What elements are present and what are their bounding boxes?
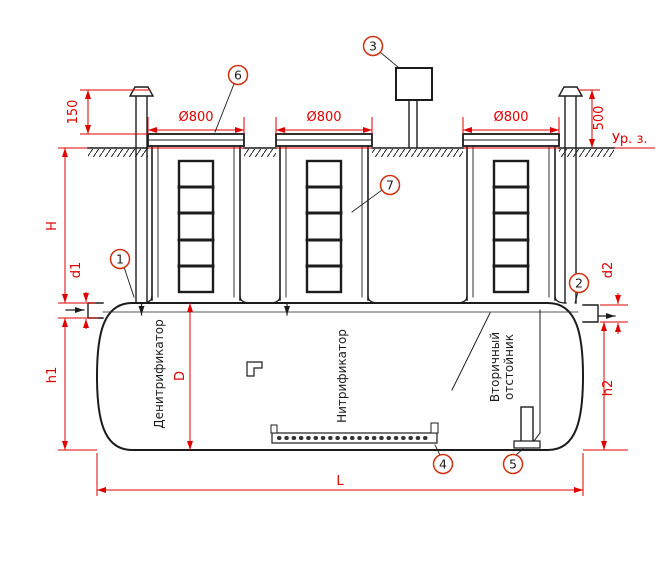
- shaft-2-ladder: [305, 159, 343, 294]
- outlet-nozzle: [582, 304, 599, 323]
- aerator-right-tab: [430, 422, 439, 434]
- dim-shaft3-diameter: Ø800: [493, 110, 528, 125]
- dim-h2-label: h2: [601, 380, 616, 397]
- dim-150-label: 150: [66, 100, 81, 125]
- callout-5-number: 5: [509, 457, 517, 472]
- airlift-pump: [520, 406, 534, 443]
- ground-level-label: Ур. з.: [612, 132, 647, 147]
- aerator-left-tab: [270, 424, 278, 434]
- inlet-nozzle: [87, 302, 104, 319]
- vent-cap-left: [128, 86, 155, 97]
- ground-level: [58, 147, 655, 157]
- callout-3-number: 3: [369, 39, 377, 54]
- dim-L-label: L: [336, 474, 344, 489]
- baffle-connector: [533, 432, 541, 442]
- callout-5: 5: [502, 448, 524, 475]
- shaft-1-ladder: [177, 159, 215, 294]
- callout-4-number: 4: [439, 457, 447, 472]
- compartment-labels: Денитрификатор Нитрификатор Вторичный от…: [152, 319, 516, 428]
- dim-d1-label: d1: [69, 262, 84, 279]
- vent-cap-right: [557, 86, 584, 97]
- callout-7: 7: [351, 174, 401, 213]
- nitrifier-label: Нитрификатор: [335, 329, 349, 423]
- dimensions: 150 H d1 h1 D L 500 Ур. з. d2: [45, 89, 647, 496]
- dim-d2-label: d2: [601, 262, 616, 279]
- dim-D-label: D: [173, 371, 188, 381]
- ground-hatch: [88, 149, 148, 157]
- ground-hatch: [372, 149, 463, 157]
- ground-hatch: [244, 149, 276, 157]
- dim-shaft1-diameter: Ø800: [178, 110, 213, 125]
- dim-h1-label: h1: [45, 367, 60, 384]
- settler-label-word2: отстойник: [502, 334, 516, 400]
- callout-1: 1: [109, 248, 135, 298]
- callouts: 1 2 3 4 5 6 7: [109, 35, 590, 475]
- dim-shaft2-diameter: Ø800: [306, 110, 341, 125]
- settler-hopper-wall: [451, 312, 491, 391]
- callout-2-number: 2: [575, 276, 583, 291]
- tank-internals: [65, 302, 616, 449]
- vent-pipe-left: [128, 86, 155, 304]
- denitrifier-label: Денитрификатор: [152, 319, 166, 428]
- callout-7-number: 7: [386, 178, 394, 193]
- access-shaft-1: [140, 133, 252, 304]
- access-shaft-2: [268, 133, 380, 304]
- dim-500-label: 500: [592, 106, 607, 131]
- blower-box: [395, 67, 433, 101]
- shaft-3-ladder: [492, 159, 530, 294]
- callout-6: 6: [214, 64, 249, 133]
- callout-4: 4: [432, 444, 454, 475]
- dim-H-label: H: [45, 221, 60, 231]
- callout-2: 2: [568, 272, 590, 304]
- settler-label-word1: Вторичный: [488, 332, 502, 402]
- callout-3: 3: [362, 35, 399, 68]
- airlift-base: [513, 440, 541, 449]
- ground-hatch: [559, 149, 614, 157]
- access-shaft-3: [455, 133, 567, 304]
- callout-1-number: 1: [116, 252, 124, 267]
- tank-body: [87, 302, 599, 451]
- tank-outline: [95, 302, 585, 451]
- internal-elbow-fitting: [246, 361, 263, 377]
- blower-unit: [395, 67, 433, 148]
- vent-pipe-right: [557, 86, 584, 304]
- callout-6-number: 6: [234, 68, 242, 83]
